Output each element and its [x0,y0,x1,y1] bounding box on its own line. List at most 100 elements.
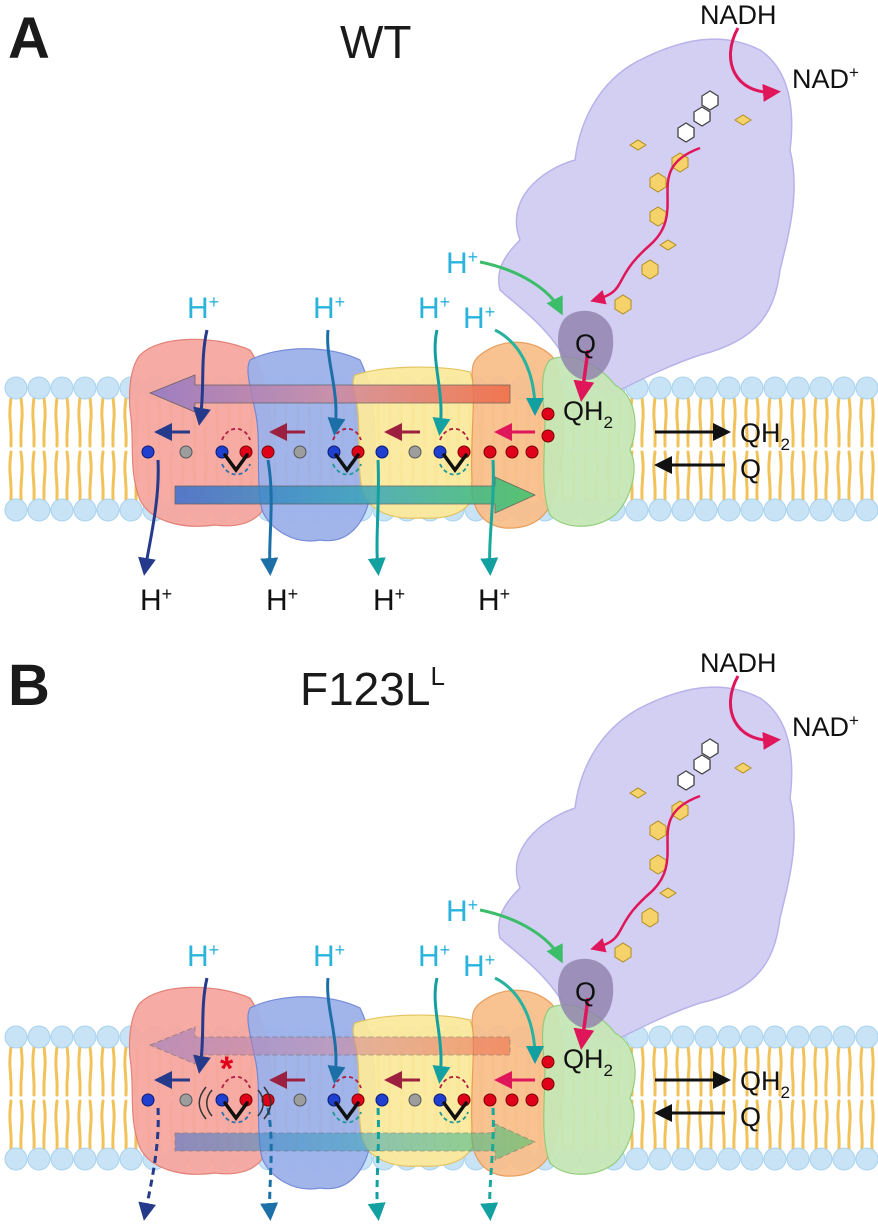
lipid-tail [100,1045,105,1097]
proton-arrow-out-3 [367,1107,386,1221]
lipid-head [809,1147,833,1171]
q-reduction-arrow [573,997,595,1050]
lipid-head [740,498,764,522]
lipid-tail [54,1099,59,1151]
lipid-head [73,1025,97,1049]
lipid-tail [42,396,47,448]
lipid-head [855,1147,878,1171]
lipid-tail [778,396,783,448]
lipid-head [50,1025,74,1049]
forward-gradient-arrow [174,476,536,514]
lipid-head [50,1147,74,1171]
proton-in-label-4: H+ [463,302,495,335]
lipid-tail [19,1099,24,1151]
lipid-tail [100,1099,105,1151]
lipid-head [832,1025,856,1049]
lipid-tail [111,1099,116,1151]
qh2-out-label: QH2 [740,1066,790,1102]
lipid-tail [813,1099,818,1151]
lipid-tail [8,450,13,502]
peripheral-arm [498,686,795,1040]
lipid-tail [652,1099,657,1151]
lipid-head [694,1147,718,1171]
lipid-head [625,1147,649,1171]
lipid-tail [755,396,760,448]
lipid-head [4,498,28,522]
lipid-head [648,376,672,400]
lipid-head [763,1147,787,1171]
lipid-tail [686,396,691,448]
lipid-tail [8,1099,13,1151]
lipid-head [763,1025,787,1049]
lipid-head [27,1025,51,1049]
lipid-tail [859,1045,864,1097]
fes-cluster-chain [614,114,752,315]
lipid-tail [31,450,36,502]
q-site-label: Q [575,977,596,1007]
lipid-head [694,1025,718,1049]
nadh-oxidation-arrow [728,675,781,750]
lipid-head [27,1147,51,1171]
lipid-head [763,376,787,400]
lipid-tail [686,450,691,502]
lipid-tail [870,396,875,448]
lipid-head [717,1025,741,1049]
qh2-out-label: QH2 [740,418,790,454]
lipid-tail [65,450,70,502]
lipid-head [73,376,97,400]
proton-arrow-out-1 [138,459,160,576]
lipid-tail [744,450,749,502]
proton-in-label-3: H+ [418,940,450,973]
lipid-head [786,376,810,400]
lipid-tail [123,1099,128,1151]
lipid-tail [100,396,105,448]
lipid-head [119,498,143,522]
mutation-site-marker: * [220,1050,234,1088]
lipid-tail [721,450,726,502]
lipid-tail [111,450,116,502]
lipid-tail [31,1099,36,1151]
proton-out-label-3: H+ [373,584,405,617]
lipid-tail [870,1099,875,1151]
lipid-tail [859,1099,864,1151]
lipid-tail [652,396,657,448]
lipid-tail [767,396,772,448]
lipid-tail [732,396,737,448]
lipid-tail [123,1045,128,1097]
lipid-tail [836,1099,841,1151]
lipid-tail [698,396,703,448]
lipid-tail [721,1045,726,1097]
proton-arrow-in-q [479,908,563,964]
proton-arrow-in-1 [193,977,211,1074]
lipid-tail [790,396,795,448]
lipid-tail [709,396,714,448]
proton-in-label-2: H+ [313,292,345,325]
lipid-head [4,1025,28,1049]
nad-label: NAD+ [792,711,859,742]
lysine-hinges [223,453,468,473]
lipid-tail [732,1045,737,1097]
lipid-head [27,498,51,522]
proton-arrow-in-4 [494,976,544,1064]
lipid-tail [767,1045,772,1097]
proton-in-label-2: H+ [313,940,345,973]
lipid-head [50,498,74,522]
lipid-head [855,376,878,400]
lipid-tail [19,1045,24,1097]
proton-arrow-out-2 [260,459,279,576]
lipid-head [809,498,833,522]
lipid-head [740,376,764,400]
lipid-tail [88,1045,93,1097]
vibration-marks [198,1086,272,1120]
lipid-tail [847,1099,852,1151]
lipid-tail [721,396,726,448]
lipid-tail [123,396,128,448]
fmn-cofactor [677,738,719,791]
lipid-tail [790,1099,795,1151]
lipid-tail [663,1045,668,1097]
lipid-tail [767,450,772,502]
lipid-tail [836,1045,841,1097]
proton-arrow-in-3 [432,977,451,1084]
lipid-tail [640,1099,645,1151]
